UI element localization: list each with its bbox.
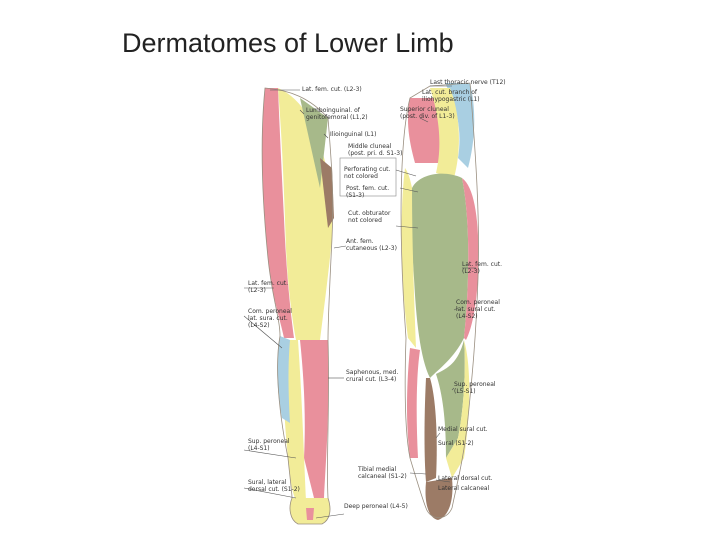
- label-saphenous: Saphenous, med.: [346, 369, 398, 376]
- label-lateral-calcaneal: Lateral calcaneal: [438, 485, 490, 492]
- label-cut-obturator: Cut. obturator: [348, 210, 391, 217]
- label-tibial-medial: Tibial medial: [357, 466, 397, 473]
- label-lat-fem-cut-left-2: (L2-3): [248, 287, 266, 294]
- posterior-middle-cluneal-region: [430, 88, 459, 178]
- posterior-lat-femoral-region: [462, 178, 479, 340]
- label-saphenous-2: crural cut. (L3-4): [346, 376, 396, 383]
- posterior-medial-thigh-region: [401, 168, 416, 348]
- anterior-sup-peroneal-region: [283, 340, 306, 500]
- posterior-saphenous-region: [407, 348, 420, 458]
- posterior-heel-region: [425, 478, 453, 520]
- label-sural: Sural (S1-2): [438, 440, 474, 447]
- anterior-lateral-femoral-region: [262, 88, 294, 338]
- label-ant-fem-2: cutaneous (L2-3): [346, 245, 397, 252]
- label-middle-cluneal-2: (post. pri. d. S1-3): [348, 150, 402, 157]
- label-com-peroneal-right: Com. peroneal: [456, 299, 500, 306]
- label-iliohypogastric: iliohypogastric (L1): [422, 96, 480, 103]
- label-lat-fem-cut-right: Lat. fem. cut.: [462, 261, 502, 268]
- label-sural-lat-2: dorsal cut. (S1-2): [248, 486, 300, 493]
- label-com-peroneal-right-2: lat. sural cut.: [456, 306, 496, 313]
- anterior-saphenous-region: [300, 340, 329, 498]
- label-com-peroneal-right-3: (L4-S2): [456, 313, 478, 320]
- label-perforating-2: not colored: [344, 173, 378, 180]
- posterior-femoral-cutaneous-region: [411, 173, 469, 378]
- label-lat-fem-cut-left: Lat. fem. cut.: [248, 280, 288, 287]
- posterior-lat-sural-region: [436, 340, 465, 458]
- label-cut-obturator-2: not colored: [348, 217, 382, 224]
- posterior-superior-cluneal-region: [407, 98, 444, 163]
- label-deep-peroneal: Deep peroneal (L4-5): [344, 503, 408, 510]
- label-sup-peroneal-left: Sup. peroneal: [248, 438, 290, 445]
- label-last-thoracic: Last thoracic nerve (T12): [430, 79, 506, 86]
- label-sup-peroneal-left-2: (L4-S1): [248, 445, 270, 452]
- label-genitofemoral: genitofemoral (L1,2): [306, 114, 368, 121]
- posterior-sural-region: [424, 378, 437, 482]
- anterior-ilioinguinal-region: [320, 158, 334, 228]
- dermatome-diagram: Lat. fem. cut. (L2-3) Lumboinguinal. of …: [243, 79, 506, 525]
- label-lat-fem-cut-top: Lat. fem. cut. (L2-3): [302, 86, 362, 93]
- posterior-leg-view: [400, 82, 479, 520]
- label-sural-lat: Sural, lateral: [248, 479, 287, 486]
- label-ilioinguinal: Ilioinguinal (L1): [330, 131, 376, 138]
- label-post-fem-cut: Post. fem. cut.: [346, 185, 389, 192]
- posterior-sup-peroneal-region: [446, 340, 470, 478]
- anterior-leg-outline: [261, 87, 334, 525]
- label-com-peroneal-left-2: lat. sura. cut.: [248, 315, 288, 322]
- diagram-labels: Lat. fem. cut. (L2-3) Lumboinguinal. of …: [248, 79, 506, 510]
- posterior-iliohypogastric-region: [445, 83, 475, 168]
- anterior-lat-sural-region: [277, 336, 290, 423]
- label-lat-cut-branch: Lat. cut. branch of: [422, 89, 478, 96]
- label-ant-fem: Ant. fem.: [346, 238, 374, 245]
- label-lumboinguinal: Lumboinguinal. of: [306, 107, 361, 114]
- label-sup-peroneal-right: Sup. peroneal: [454, 381, 496, 388]
- label-tibial-medial-2: calcaneal (S1-2): [358, 473, 407, 480]
- leader-lines: [243, 85, 476, 519]
- label-middle-cluneal: Middle cluneal: [348, 143, 392, 150]
- label-lateral-dorsal: Lateral dorsal cut.: [438, 475, 493, 482]
- label-medial-sural: Medial sural cut.: [438, 426, 488, 433]
- label-lat-fem-cut-right-2: (L2-3): [462, 268, 480, 275]
- label-perforating: Perforating cut.: [344, 166, 390, 173]
- label-superior-cluneal: Superior cluneal: [400, 106, 449, 113]
- label-post-fem-cut-2: (S1-3): [346, 192, 364, 199]
- pelvis-gap-box: [339, 157, 397, 197]
- label-com-peroneal-left: Com. peroneal: [248, 308, 292, 315]
- anterior-deep-peroneal-region: [306, 508, 314, 520]
- label-superior-cluneal-2: (post. div. of L1-3): [400, 113, 455, 120]
- anterior-leg-view: [261, 87, 334, 525]
- slide-title: Dermatomes of Lower Limb: [122, 28, 454, 58]
- label-com-peroneal-left-3: (L4-S2): [248, 322, 270, 329]
- posterior-leg-outline: [400, 82, 479, 519]
- label-sup-peroneal-right-2: (L5-S1): [454, 388, 476, 395]
